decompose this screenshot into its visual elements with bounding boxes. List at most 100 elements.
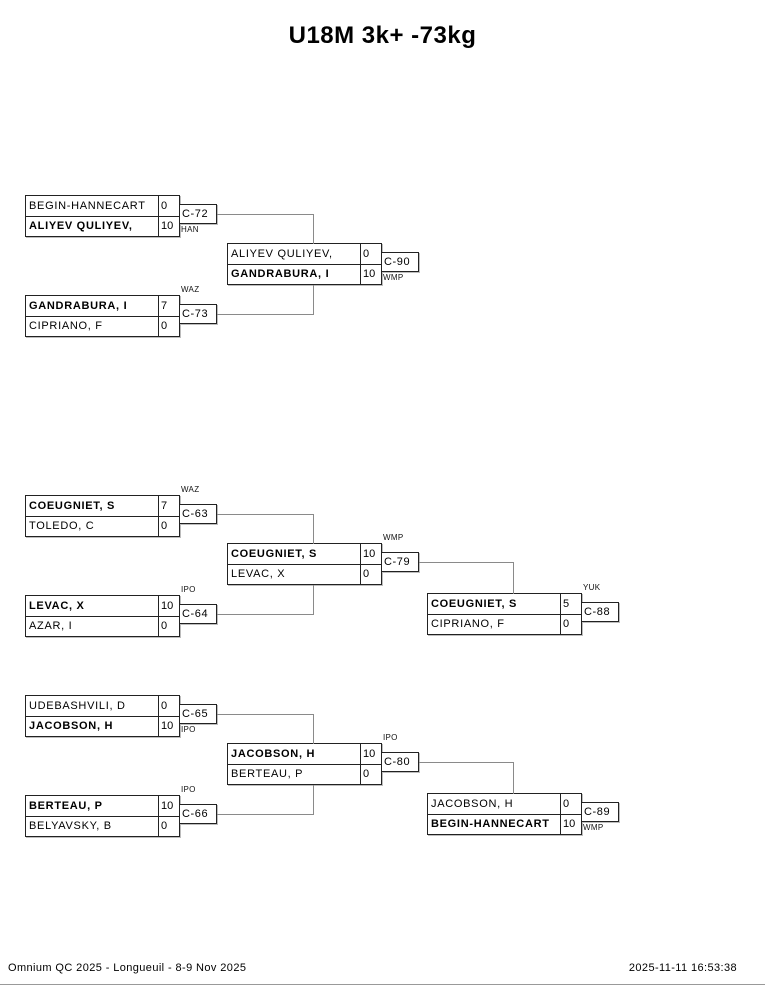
player-row: GANDRABURA, I 10 <box>228 264 381 284</box>
player-row: COEUGNIET, S 10 <box>228 544 381 564</box>
connector-line <box>313 285 314 315</box>
match-number: C-73 <box>179 304 217 324</box>
player-name: ALIYEV QULIYEV, <box>29 220 133 232</box>
match-box: COEUGNIET, S 7 TOLEDO, C 0 <box>25 495 180 537</box>
match-c80: JACOBSON, H 10 BERTEAU, P 0 C-80 IPO <box>227 733 447 785</box>
player-score: 7 <box>158 296 179 316</box>
player-score: 10 <box>560 815 581 834</box>
match-number: C-63 <box>179 504 217 524</box>
player-row: TOLEDO, C 0 <box>26 516 179 536</box>
player-score: 5 <box>560 594 581 614</box>
connector-line <box>419 762 514 763</box>
match-number: C-89 <box>581 802 619 822</box>
player-name: JACOBSON, H <box>231 748 316 760</box>
player-name: CIPRIANO, F <box>431 618 505 630</box>
win-type-label: WMP <box>383 273 404 282</box>
connector-line <box>513 762 514 794</box>
bottom-divider <box>0 984 765 985</box>
match-number: C-79 <box>381 552 419 572</box>
connector-line <box>217 814 314 815</box>
player-row: BEGIN-HANNECART 0 <box>26 196 179 216</box>
footer-timestamp: 2025-11-11 16:53:38 <box>628 962 737 974</box>
player-score: 10 <box>158 717 179 736</box>
player-row: BEGIN-HANNECART 10 <box>428 814 581 834</box>
player-row: ALIYEV QULIYEV, 0 <box>228 244 381 264</box>
player-row: UDEBASHVILI, D 0 <box>26 696 179 716</box>
player-score: 0 <box>158 817 179 836</box>
player-score: 0 <box>158 617 179 636</box>
connector-line <box>217 714 314 715</box>
connector-line <box>313 214 314 244</box>
match-box: COEUGNIET, S 5 CIPRIANO, F 0 <box>427 593 582 635</box>
player-score: 0 <box>158 317 179 336</box>
player-score: 10 <box>360 744 381 764</box>
match-number: C-88 <box>581 602 619 622</box>
player-name: JACOBSON, H <box>29 720 114 732</box>
match-box: LEVAC, X 10 AZAR, I 0 <box>25 595 180 637</box>
footer-event-info: Omnium QC 2025 - Longueuil - 8-9 Nov 202… <box>8 962 247 974</box>
player-row: BERTEAU, P 0 <box>228 764 381 784</box>
player-score: 0 <box>360 765 381 784</box>
win-type-label: WMP <box>583 823 604 832</box>
page-title: U18M 3k+ -73kg <box>288 22 477 49</box>
match-c65: UDEBASHVILI, D 0 JACOBSON, H 10 C-65 IPO <box>25 695 245 737</box>
player-row: BELYAVSKY, B 0 <box>26 816 179 836</box>
connector-line <box>513 562 514 594</box>
player-score: 0 <box>158 196 179 216</box>
player-score: 0 <box>560 794 581 814</box>
player-row: ALIYEV QULIYEV, 10 <box>26 216 179 236</box>
match-box: GANDRABURA, I 7 CIPRIANO, F 0 <box>25 295 180 337</box>
player-name: UDEBASHVILI, D <box>29 700 126 712</box>
player-row: COEUGNIET, S 7 <box>26 496 179 516</box>
player-row: CIPRIANO, F 0 <box>26 316 179 336</box>
match-c73: GANDRABURA, I 7 CIPRIANO, F 0 C-73 WAZ <box>25 285 245 337</box>
win-type-label: IPO <box>383 733 398 742</box>
player-name: GANDRABURA, I <box>231 268 330 280</box>
player-name: COEUGNIET, S <box>431 598 518 610</box>
player-name: BERTEAU, P <box>231 768 304 780</box>
player-score: 10 <box>158 796 179 816</box>
player-row: LEVAC, X 0 <box>228 564 381 584</box>
player-score: 0 <box>560 615 581 634</box>
match-number: C-90 <box>381 252 419 272</box>
player-name: BEGIN-HANNECART <box>29 200 146 212</box>
win-type-label: WAZ <box>181 285 200 294</box>
player-name: BERTEAU, P <box>29 800 103 812</box>
connector-line <box>217 314 314 315</box>
match-box: BERTEAU, P 10 BELYAVSKY, B 0 <box>25 795 180 837</box>
match-number: C-66 <box>179 804 217 824</box>
player-name: COEUGNIET, S <box>231 548 318 560</box>
player-score: 0 <box>360 244 381 264</box>
match-box: COEUGNIET, S 10 LEVAC, X 0 <box>227 543 382 585</box>
match-c66: BERTEAU, P 10 BELYAVSKY, B 0 C-66 IPO <box>25 785 245 837</box>
player-name: LEVAC, X <box>29 600 85 612</box>
match-c64: LEVAC, X 10 AZAR, I 0 C-64 IPO <box>25 585 245 637</box>
win-type-label: WAZ <box>181 485 200 494</box>
player-name: BEGIN-HANNECART <box>431 818 550 830</box>
match-c79: COEUGNIET, S 10 LEVAC, X 0 C-79 WMP <box>227 533 447 585</box>
match-box: JACOBSON, H 10 BERTEAU, P 0 <box>227 743 382 785</box>
connector-line <box>217 214 314 215</box>
match-box: ALIYEV QULIYEV, 0 GANDRABURA, I 10 <box>227 243 382 285</box>
win-type-label: HAN <box>181 225 199 234</box>
player-score: 7 <box>158 496 179 516</box>
player-name: AZAR, I <box>29 620 73 632</box>
match-c89: JACOBSON, H 0 BEGIN-HANNECART 10 C-89 WM… <box>427 793 647 835</box>
player-row: CIPRIANO, F 0 <box>428 614 581 634</box>
match-number: C-65 <box>179 704 217 724</box>
match-number: C-80 <box>381 752 419 772</box>
win-type-label: WMP <box>383 533 404 542</box>
player-row: BERTEAU, P 10 <box>26 796 179 816</box>
player-score: 10 <box>158 217 179 236</box>
connector-line <box>217 514 314 515</box>
connector-line <box>313 714 314 744</box>
connector-line <box>217 614 314 615</box>
player-score: 0 <box>360 565 381 584</box>
match-box: UDEBASHVILI, D 0 JACOBSON, H 10 <box>25 695 180 737</box>
match-number: C-64 <box>179 604 217 624</box>
win-type-label: IPO <box>181 785 196 794</box>
player-score: 10 <box>360 265 381 284</box>
player-name: LEVAC, X <box>231 568 286 580</box>
player-score: 10 <box>360 544 381 564</box>
